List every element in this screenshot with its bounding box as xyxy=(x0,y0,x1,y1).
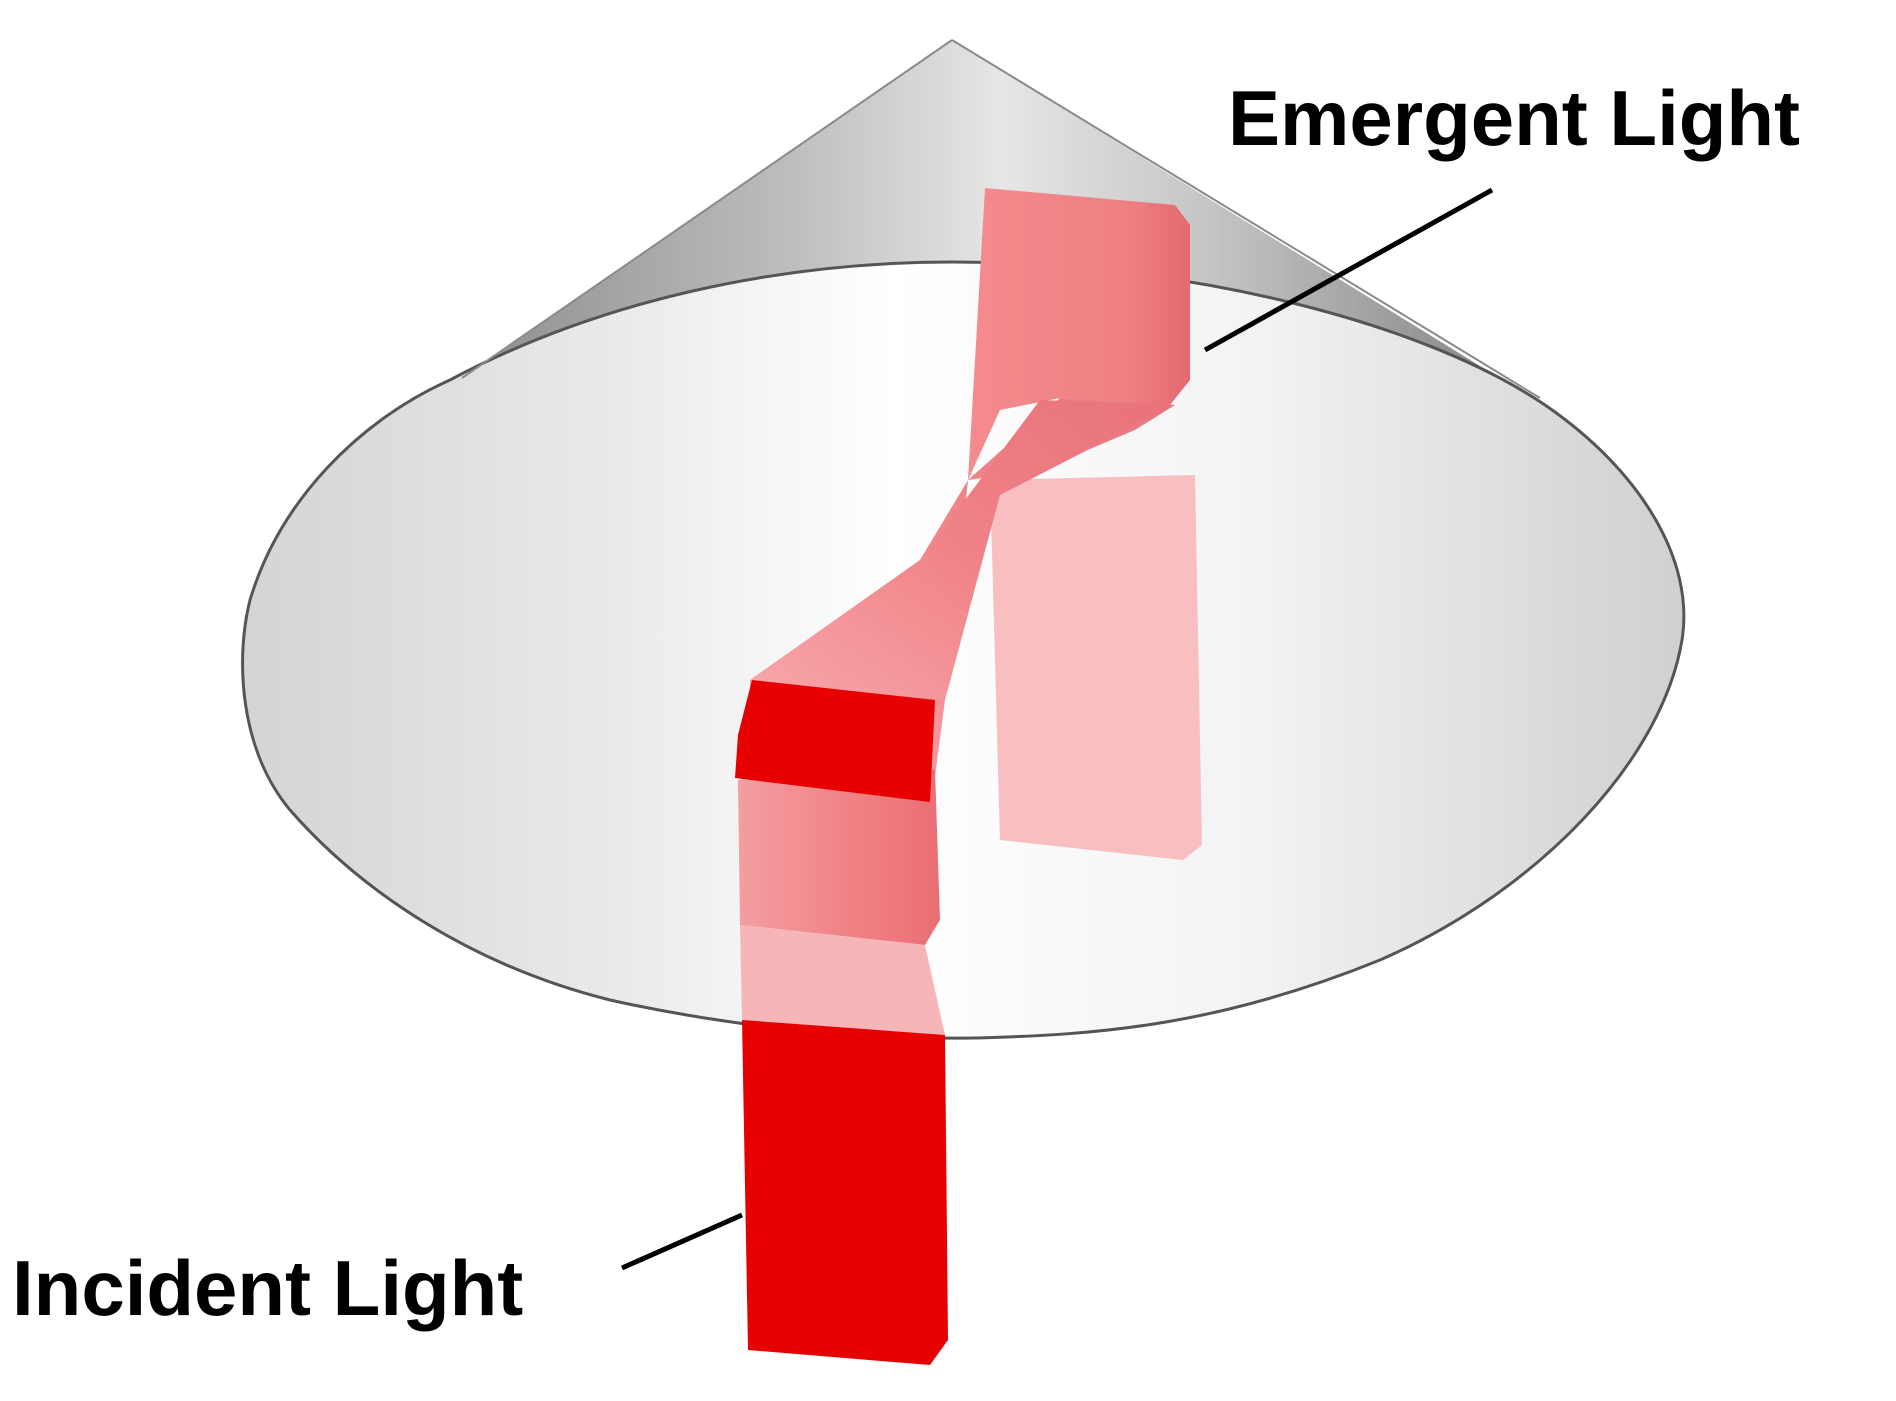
beam-lower-faint xyxy=(740,925,945,1035)
cone-base xyxy=(241,260,1686,1040)
incident-light-label: Incident Light xyxy=(12,1244,523,1332)
beam-incident xyxy=(742,1020,948,1365)
beam-red-cap xyxy=(735,680,935,802)
emergent-light-label: Emergent Light xyxy=(1228,74,1800,162)
beam-mid-block xyxy=(738,770,940,945)
beam-right-faint xyxy=(990,475,1202,860)
beam-diagonal-body xyxy=(752,400,1175,700)
light-beam xyxy=(735,188,1202,1365)
incident-leader-line xyxy=(620,1212,744,1271)
beam-top-emergent xyxy=(968,188,1190,480)
cone-right-edge xyxy=(951,39,1541,399)
cone-left-edge xyxy=(461,39,953,379)
emergent-leader-line xyxy=(1203,187,1494,353)
